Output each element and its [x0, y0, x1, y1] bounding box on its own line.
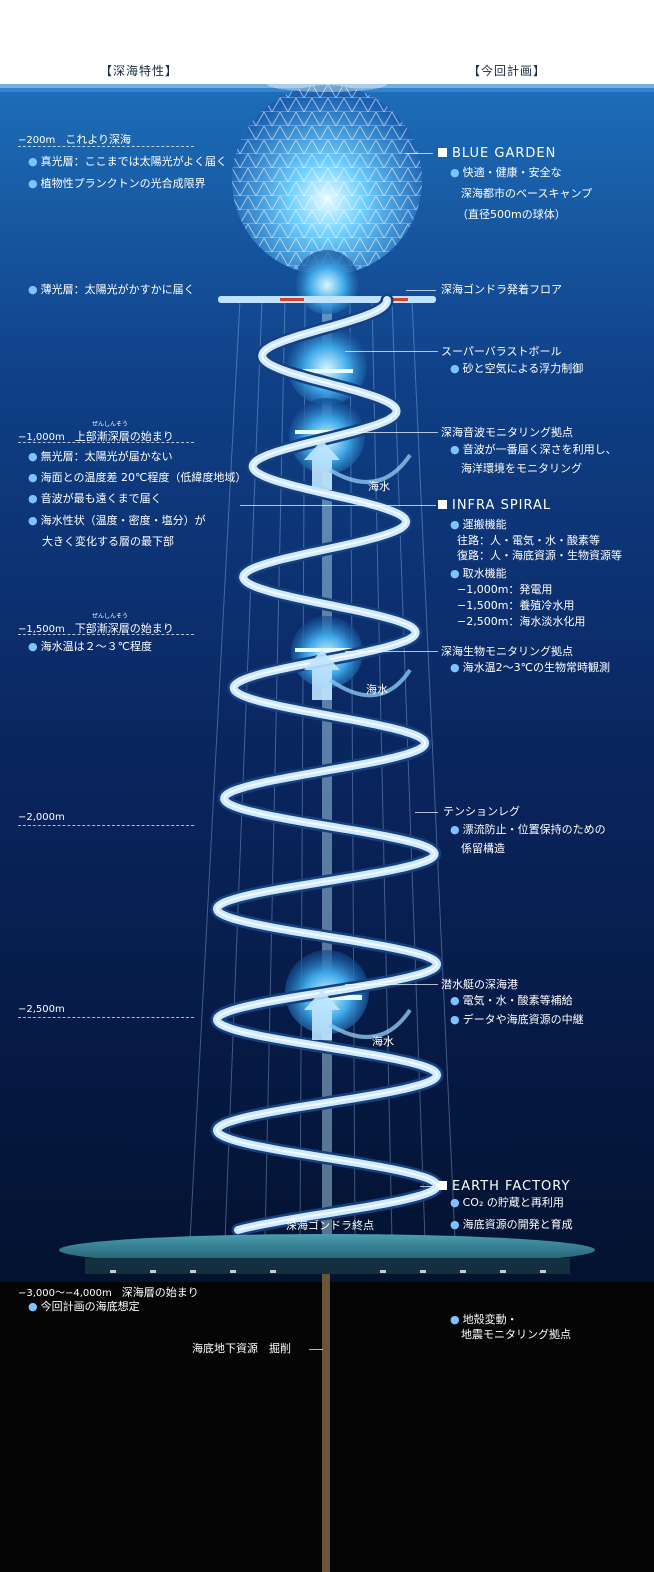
leader-tension-leg: [415, 812, 438, 813]
label-seabed-drilling: 海底地下資源 掘削: [192, 1342, 291, 1355]
leader-gondola-floor: [406, 290, 436, 291]
depth-2000m-line: [18, 825, 194, 826]
seabed-drill-shaft: [322, 1274, 330, 1572]
label-seawater-2: 海水: [366, 683, 388, 696]
sub-desc-1: ●電気・水・酸素等補給: [450, 994, 573, 1007]
depth-1500m: −1,500m 下部漸深層の始まり: [18, 622, 174, 635]
ballast-desc: ●砂と空気による浮力制御: [450, 362, 584, 375]
tension-desc-1: ●漂流防止・位置保持のための: [450, 823, 606, 836]
infra-desc-transport: ●運搬機能: [450, 518, 507, 531]
infra-desc-intake: ●取水機能: [450, 567, 507, 580]
infra-desc-outbound: 往路：人・電気・水・酸素等: [457, 534, 600, 547]
tension-desc-2: 係留構造: [461, 842, 505, 855]
label-tension-leg: テンションレグ: [443, 805, 520, 818]
depth-1000m: −1,000m 上部漸深層の始まり: [18, 430, 174, 443]
note-temperature-difference: ●海面との温度差 20℃程度（低緯度地域）: [28, 471, 247, 484]
earth-desc-1: ●CO₂ の貯蔵と再利用: [450, 1196, 564, 1209]
depth-1500m-ruby: ぜんしんそう: [92, 613, 129, 620]
leader-sonar: [345, 432, 438, 433]
gondola-floor-deck: [218, 296, 436, 303]
header-deep-sea-characteristics: 【深海特性】: [100, 64, 179, 78]
leader-ballast: [345, 351, 438, 352]
depth-1500m-line: [18, 634, 194, 635]
note-aphotic: ●無光層：太陽光が届かない: [28, 450, 173, 463]
seawater-return-curves: [328, 453, 412, 1039]
leader-blue-garden: [405, 153, 433, 154]
label-gondola-terminal: 深海ゴンドラ終点: [286, 1219, 374, 1232]
sub-desc-2: ●データや海底資源の中継: [450, 1013, 584, 1026]
blue-garden-desc-2: 深海都市のベースキャンプ: [461, 187, 593, 200]
blue-garden-desc-3: （直径500mの球体）: [457, 208, 566, 221]
sonar-desc-1: ●音波が一番届く深さを利用し、: [450, 443, 617, 456]
depth-200m: −200m これより深海: [18, 133, 131, 146]
quake-desc-1: ●地殻変動・: [450, 1313, 518, 1326]
depth-2500m: −2,500m: [18, 1004, 65, 1015]
label-bio-monitoring: 深海生物モニタリング拠点: [441, 645, 573, 658]
infra-desc-return: 復路：人・海底資源・生物資源等: [457, 549, 622, 562]
note-photosynthesis-limit: ●植物性プランクトンの光合成限界: [28, 177, 206, 190]
note-dysphotic: ●薄光層：太陽光がかすかに届く: [28, 283, 195, 296]
leader-submarine-port: [345, 984, 438, 985]
label-earth-factory: EARTH FACTORY: [438, 1179, 570, 1195]
label-blue-garden: BLUE GARDEN: [438, 146, 556, 162]
note-seabed-assumption: ●今回計画の海底想定: [28, 1300, 140, 1313]
note-water-properties: ●海水性状（温度・密度・塩分）が: [28, 514, 206, 527]
infra-spiral: [210, 293, 444, 1237]
infra-desc-2500: −2,500m：海水淡水化用: [457, 615, 586, 628]
quake-desc-2: 地震モニタリング拠点: [461, 1328, 571, 1341]
bio-desc: ●海水温2〜3℃の生物常時観測: [450, 661, 610, 674]
depth-3000m: −3,000〜−4,000m 深海層の始まり: [18, 1286, 199, 1299]
label-gondola-floor: 深海ゴンドラ発着フロア: [441, 283, 562, 296]
leader-earth-factory: [420, 1186, 434, 1187]
depth-1000m-ruby: ぜんしんそう: [92, 421, 129, 428]
label-sonar-monitoring: 深海音波モニタリング拠点: [441, 426, 573, 439]
label-submarine-port: 潜水艇の深海港: [441, 978, 518, 991]
leader-bio-monitoring: [345, 651, 438, 652]
note-water-properties-2: 大きく変化する層の最下部: [42, 535, 174, 548]
depth-2000m: −2,000m: [18, 812, 65, 823]
note-euphotic: ●真光層：ここまでは太陽光がよく届く: [28, 155, 228, 168]
label-seawater-1: 海水: [368, 480, 390, 493]
depth-2500m-line: [18, 1017, 194, 1018]
earth-desc-2: ●海底資源の開発と育成: [450, 1218, 573, 1231]
header-current-plan: 【今回計画】: [468, 64, 547, 78]
label-infra-spiral: INFRA SPIRAL: [438, 498, 551, 514]
sonar-desc-2: 海洋環境をモニタリング: [461, 462, 582, 475]
blue-garden-sphere: [232, 76, 422, 275]
depth-200m-line: [18, 146, 194, 147]
leader-infra-spiral: [240, 505, 436, 506]
infra-desc-1000: −1,000m：発電用: [457, 583, 553, 596]
infra-desc-1500: −1,500m：養殖冷水用: [457, 599, 575, 612]
leader-drilling: [309, 1349, 323, 1350]
note-water-temperature: ●海水温は２〜３℃程度: [28, 640, 152, 653]
note-sound-propagation: ●音波が最も遠くまで届く: [28, 492, 162, 505]
depth-1000m-line: [18, 442, 194, 443]
label-seawater-3: 海水: [372, 1035, 394, 1048]
earth-factory-base: [59, 1234, 595, 1274]
label-ballast-ball: スーパーバラストボール: [441, 345, 562, 358]
blue-garden-desc-1: ●快適・健康・安全な: [450, 166, 562, 179]
